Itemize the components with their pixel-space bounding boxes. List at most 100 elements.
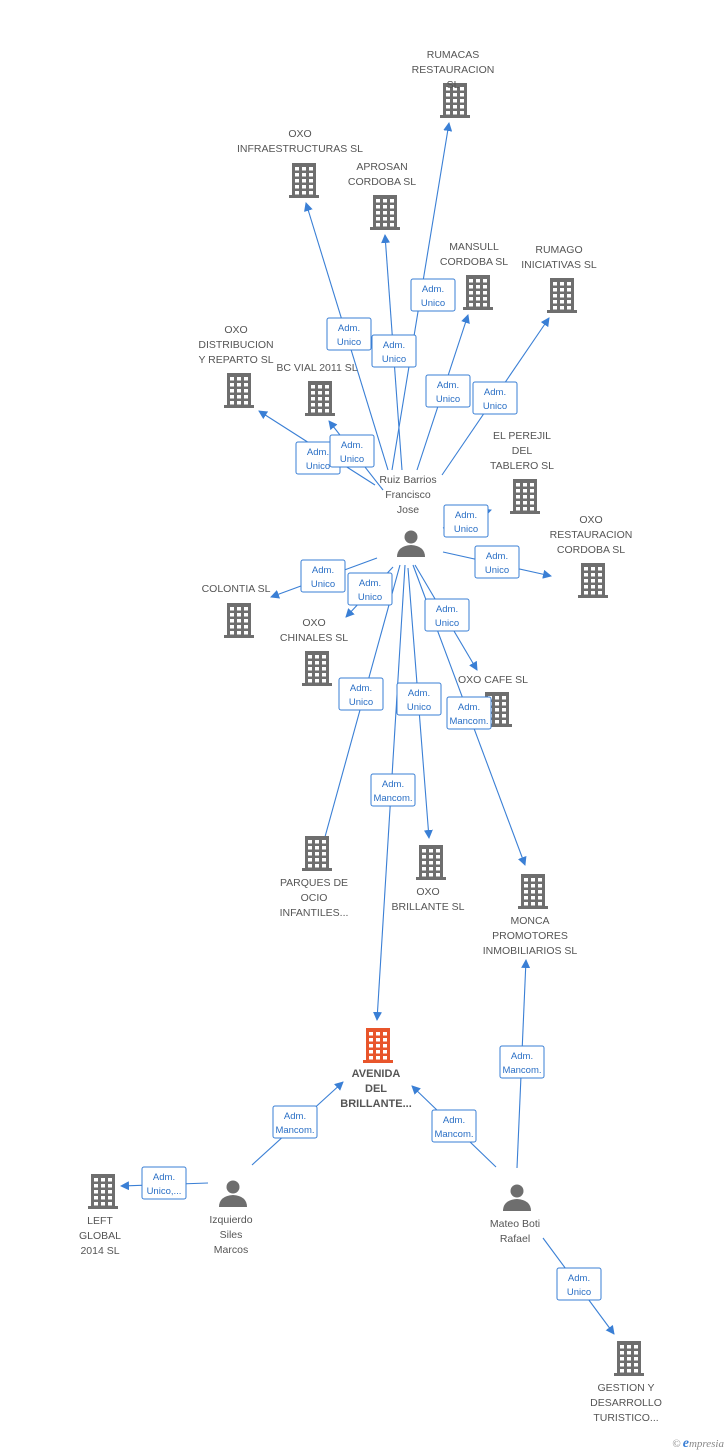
relation-label[interactable]: Adm.Unico [425, 374, 471, 408]
relation-label[interactable]: Adm.Unico [347, 572, 393, 606]
node-label-line: RUMAGO [535, 244, 582, 256]
relation-label[interactable]: Adm.Unico [326, 317, 372, 351]
node-label-line: INFANTILES... [280, 907, 349, 919]
building-icon [416, 845, 446, 880]
node-label-line: CORDOBA SL [557, 544, 625, 556]
relation-label[interactable]: Adm.Unico [472, 381, 518, 415]
relation-label-text: Unico [407, 702, 431, 713]
relation-label-text: Adm. [153, 1172, 175, 1183]
node-aprosan[interactable]: APROSAN CORDOBA SL [348, 161, 416, 230]
building-icon [510, 479, 540, 514]
node-label-oxo-cafe: OXO CAFE SL [458, 674, 528, 686]
relation-label[interactable]: Adm.Mancom. [431, 1109, 477, 1143]
relation-label[interactable]: Adm.Unico [474, 545, 520, 579]
node-label-line: MANSULL [449, 241, 499, 253]
relation-label-text: Unico [358, 592, 382, 603]
relation-label-text: Adm. [455, 510, 477, 521]
building-icon [440, 83, 470, 118]
node-label-line: DEL [365, 1083, 387, 1095]
node-label-aprosan: APROSAN CORDOBA SL [348, 161, 416, 188]
node-bc-vial[interactable]: BC VIAL 2011 SL [276, 362, 358, 416]
building-icon [88, 1174, 118, 1209]
building-icon [370, 195, 400, 230]
relation-label-text: Unico [382, 354, 406, 365]
node-label-line: OXO [302, 617, 325, 629]
building-icon [463, 275, 493, 310]
node-label-line: RESTAURACION [550, 529, 633, 541]
node-label-line: COLONTIA SL [202, 583, 271, 595]
relation-label[interactable]: Adm.Unico [424, 598, 470, 632]
relation-label-text: Adm. [350, 683, 372, 694]
relation-label[interactable]: Adm.Unico [396, 682, 442, 716]
node-colontia[interactable]: COLONTIA SL [202, 583, 271, 638]
relation-label[interactable]: Adm. Unico,... [141, 1166, 187, 1200]
person-icon [219, 1180, 247, 1207]
relation-label[interactable]: Adm.Mancom. [499, 1045, 545, 1079]
node-label-line: INFRAESTRUCTURAS SL [237, 143, 363, 155]
node-label-line: SL [447, 79, 460, 91]
relation-label[interactable]: Adm.Mancom. [272, 1105, 318, 1139]
node-label-line: LEFT [87, 1215, 113, 1227]
node-label-line: GLOBAL [79, 1230, 121, 1242]
relation-label-text: Adm. [383, 340, 405, 351]
node-label-line: EL PEREJIL [493, 430, 551, 442]
node-label-line: Rafael [500, 1233, 530, 1245]
relation-label[interactable]: Adm.Unico [295, 441, 341, 475]
relation-label[interactable]: Adm.Unico [443, 504, 489, 538]
node-label-line: RUMACAS [427, 49, 480, 61]
relation-label[interactable]: Adm.Unico [329, 434, 375, 468]
relation-label[interactable]: Adm.Unico [338, 677, 384, 711]
node-label-line: OXO [416, 886, 439, 898]
node-parques[interactable]: PARQUES DE OCIO INFANTILES... [280, 836, 349, 919]
building-icon [224, 603, 254, 638]
node-label-line: Ruiz Barrios [379, 474, 436, 486]
node-label-line: GESTION Y [598, 1382, 655, 1394]
relation-label[interactable]: Adm.Mancom. [446, 696, 492, 730]
node-rumago[interactable]: RUMAGO INICIATIVAS SL [521, 244, 597, 313]
building-icon [614, 1341, 644, 1376]
node-label-line: APROSAN [356, 161, 407, 173]
relation-label[interactable]: Adm.Mancom. [370, 773, 416, 807]
relation-label-text: Adm. [458, 702, 480, 713]
node-label-line: BRILLANTE... [340, 1098, 412, 1110]
building-icon [363, 1028, 393, 1063]
relation-label[interactable]: Adm.Unico [556, 1267, 602, 1301]
building-icon [302, 651, 332, 686]
node-label-line: INICIATIVAS SL [521, 259, 597, 271]
relation-label[interactable]: Adm.Unico [300, 559, 346, 593]
relation-label-text: Unico,... [147, 1186, 182, 1197]
node-label-line: CORDOBA SL [348, 176, 416, 188]
relation-label-text: Unico [421, 298, 445, 309]
relation-label-text: Unico [311, 579, 335, 590]
relation-label-text: Adm. [382, 779, 404, 790]
relation-label[interactable]: Adm.Unico [410, 278, 456, 312]
node-label-line: Marcos [214, 1244, 248, 1256]
node-label-line: OCIO [301, 892, 328, 904]
node-label-line: PARQUES DE [280, 877, 348, 889]
relation-label[interactable]: Adm. Unico [371, 334, 417, 368]
